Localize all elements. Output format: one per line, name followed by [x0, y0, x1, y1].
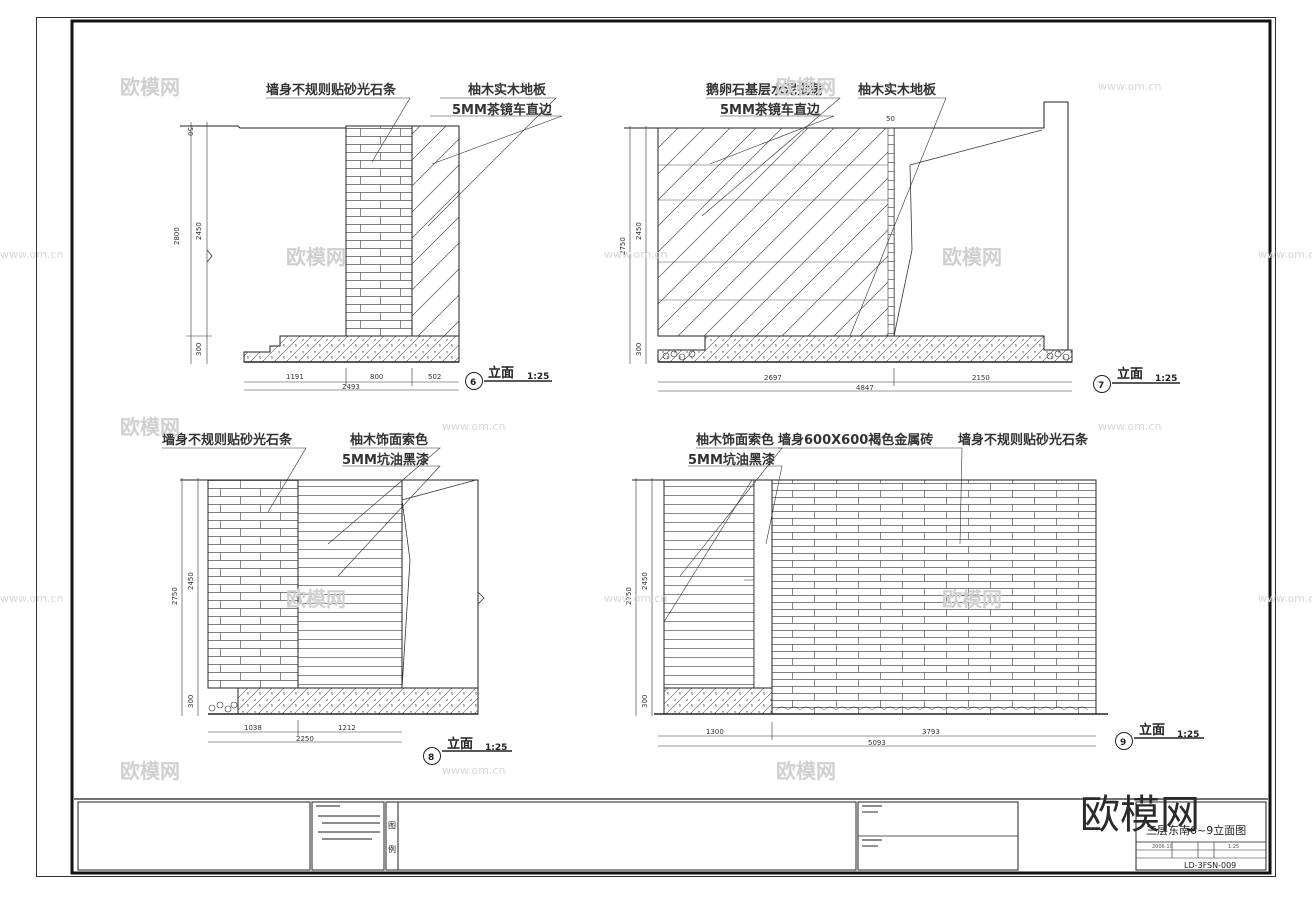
- dim-h-1038: 1038: [244, 724, 262, 732]
- elevation-9: 2750 2450 300 1300 3793 5093 柚木饰面索色 5MM坑…: [625, 432, 1204, 750]
- drawing-number: 7: [1098, 381, 1104, 391]
- drawing-number-circle: [1115, 732, 1133, 750]
- callout-metal-tile: 墙身600X600褐色金属砖: [778, 432, 933, 448]
- drawing-title: 立面: [1139, 722, 1165, 738]
- dim-v-2450: 2450: [641, 572, 649, 590]
- dim-v-300: 300: [195, 343, 203, 356]
- legend-label: 图: [388, 821, 396, 830]
- title-block: 图 例 三层东南6~9立面图 2006.10 1:25 LD-3FSN-009 …: [74, 792, 1268, 871]
- watermark: www.om.cn: [1098, 420, 1161, 433]
- drawing-scale: 1:25: [527, 372, 549, 382]
- callout-stone-strip: 墙身不规则贴砂光石条: [958, 432, 1089, 448]
- dim-v-2750: 2750: [171, 587, 179, 605]
- callout-pebble-base: 鹅卵石基层水泥批荡: [706, 82, 823, 98]
- drawing-scale: 1:25: [485, 743, 507, 753]
- watermark: www.om.cn: [1258, 592, 1312, 605]
- watermarks: 欧模网 欧模网 www.om.cn 欧模网 欧模网 www.om.cn www.…: [0, 75, 1312, 783]
- dim-h-502: 502: [428, 373, 441, 381]
- elevation-8: 2750 2450 300 1038 1212 2250 墙身不规则贴砂光石条 …: [162, 432, 512, 765]
- dim-v-50: 50: [886, 115, 895, 123]
- dim-h-800: 800: [370, 373, 383, 381]
- dim-h-1212: 1212: [338, 724, 356, 732]
- dim-v-2450: 2450: [187, 572, 195, 590]
- dim-h-2150: 2150: [972, 374, 990, 382]
- watermark: 欧模网: [942, 245, 1002, 269]
- watermark: www.om.cn: [0, 592, 63, 605]
- callout-teak-floor: 柚木实木地板: [858, 82, 937, 98]
- drawing-number-circle: [423, 747, 441, 765]
- watermark: www.om.cn: [442, 764, 505, 777]
- dim-h-2250: 2250: [296, 735, 314, 743]
- elevation-6: 2800 2450 300 50 1191 800 502 2493 墙身不规则…: [173, 82, 563, 391]
- dim-h-3793: 3793: [922, 728, 940, 736]
- watermark: www.om.cn: [604, 592, 667, 605]
- dim-v-2450: 2450: [635, 222, 643, 240]
- watermark: 欧模网: [286, 587, 346, 611]
- dim-h-5093: 5093: [868, 739, 886, 747]
- drawing-scale: 1:25: [1155, 374, 1177, 384]
- callout-tea-mirror: 5MM茶镜车直边: [720, 102, 821, 118]
- drawing-scale: 1:25: [1177, 730, 1199, 740]
- drawing-title: 立面: [488, 365, 514, 381]
- drawing-number: LD-3FSN-009: [1184, 861, 1236, 870]
- inner-border: [70, 19, 1272, 875]
- watermark: www.om.cn: [442, 420, 505, 433]
- watermark: www.om.cn: [0, 248, 63, 261]
- callout-teak-floor: 柚木实木地板: [468, 82, 547, 98]
- brand-watermark: 欧模网: [1080, 792, 1200, 838]
- legend-label: 例: [388, 844, 396, 854]
- watermark: 欧模网: [120, 759, 180, 783]
- drawing-number: 6: [470, 378, 476, 388]
- dim-v-300: 300: [641, 695, 649, 708]
- drawing-title: 立面: [447, 736, 473, 752]
- callout-black-paint: 5MM坑油黑漆: [688, 452, 775, 468]
- dim-v-300: 300: [187, 695, 195, 708]
- callout-black-paint: 5MM坑油黑漆: [342, 452, 429, 468]
- dim-v-300: 300: [635, 343, 643, 356]
- sheet-scale: 1:25: [1228, 844, 1239, 850]
- sheet-title: 三层东南6~9立面图: [1146, 823, 1246, 837]
- watermark: www.om.cn: [1258, 248, 1312, 261]
- dim-v-2750: 2750: [619, 237, 627, 255]
- dim-h-2493: 2493: [342, 383, 360, 391]
- outer-border: [36, 17, 1276, 877]
- dim-v-2750: 2750: [625, 587, 633, 605]
- dim-v-2800: 2800: [173, 227, 181, 245]
- watermark: 欧模网: [120, 75, 180, 99]
- watermark: 欧模网: [120, 415, 180, 439]
- dim-h-1300: 1300: [706, 728, 724, 736]
- dim-h-4847: 4847: [856, 384, 874, 392]
- dim-v-2450: 2450: [195, 222, 203, 240]
- drawing-number-circle: [1093, 375, 1111, 393]
- drawing-number: 9: [1120, 738, 1126, 748]
- dim-h-1191: 1191: [286, 373, 304, 381]
- watermark: 欧模网: [776, 75, 836, 99]
- watermark: 欧模网: [942, 587, 1002, 611]
- watermark: 欧模网: [776, 759, 836, 783]
- dim-v-50: 50: [186, 127, 194, 136]
- callout-teak-veneer: 柚木饰面索色: [350, 432, 428, 448]
- drawing-number-circle: [465, 372, 483, 390]
- callout-tea-mirror: 5MM茶镜车直边: [452, 102, 553, 118]
- drawing-number: 8: [428, 753, 434, 763]
- callout-teak-veneer: 柚木饰面索色: [696, 432, 774, 448]
- sheet-date: 2006.10: [1152, 844, 1173, 850]
- watermark: www.om.cn: [604, 248, 667, 261]
- watermark: www.om.cn: [1098, 80, 1161, 93]
- watermark: 欧模网: [286, 245, 346, 269]
- elevation-7: 2750 2450 300 50 2697 2150 4847 鹅卵石基层水泥批…: [619, 82, 1180, 393]
- callout-stone-strip: 墙身不规则贴砂光石条: [266, 82, 397, 98]
- dim-h-2697: 2697: [764, 374, 782, 382]
- callout-stone-strip: 墙身不规则贴砂光石条: [162, 432, 293, 448]
- drawing-title: 立面: [1117, 366, 1143, 382]
